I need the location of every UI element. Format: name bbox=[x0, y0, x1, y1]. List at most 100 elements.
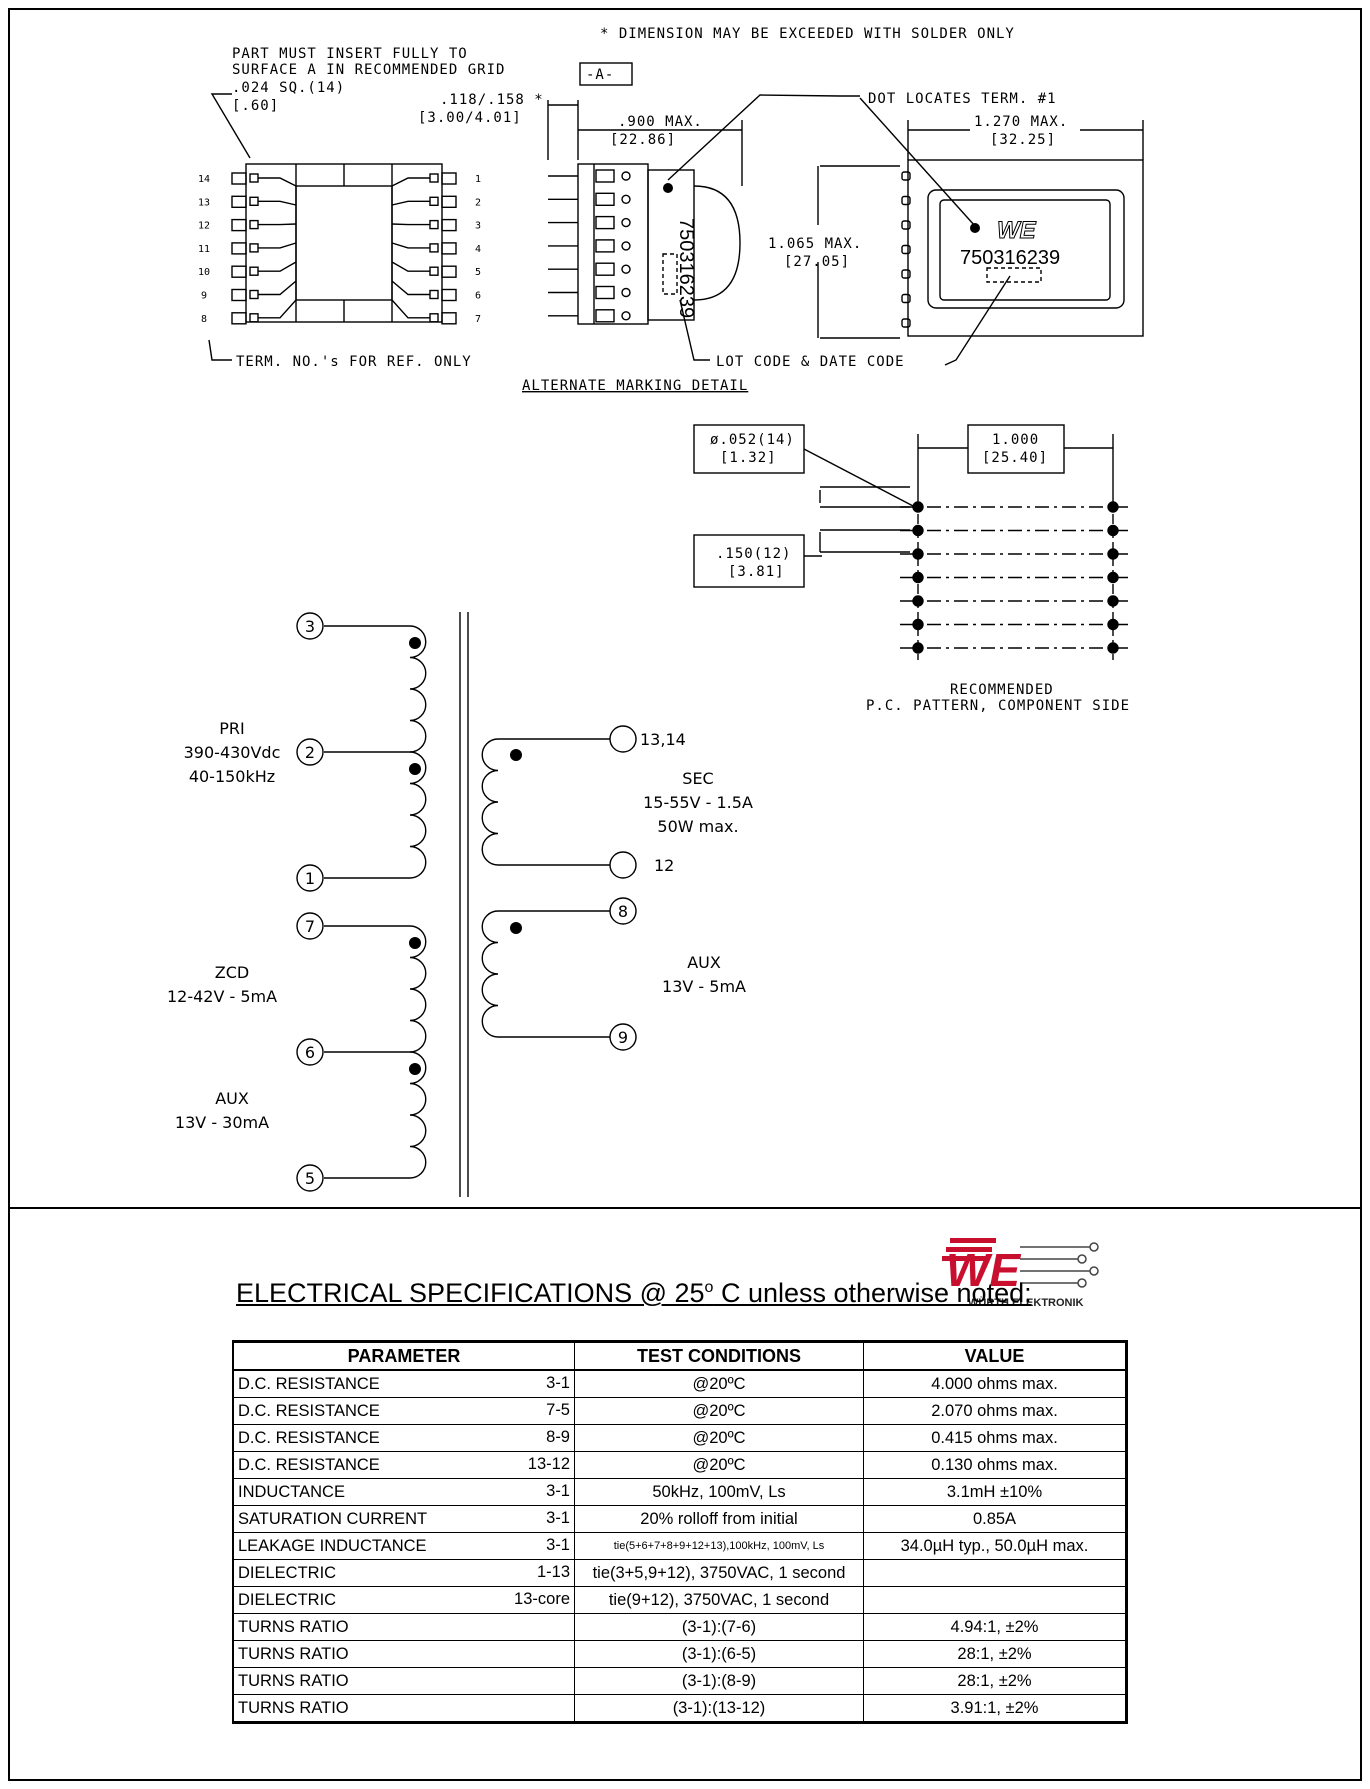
value-cell: 28:1, ±2% bbox=[863, 1667, 1128, 1695]
svg-text:WE: WE bbox=[946, 1244, 1021, 1296]
bottom-pin bbox=[441, 195, 457, 209]
parameter-name: TURNS RATIO bbox=[238, 1618, 349, 1636]
hole-dia: ø.052(14) bbox=[710, 432, 795, 448]
value-cell: 0.415 ohms max. bbox=[863, 1424, 1128, 1452]
top-view-pin bbox=[901, 244, 911, 255]
side-view-body bbox=[577, 163, 649, 325]
pin-pitch-mm: [3.81] bbox=[728, 564, 785, 580]
top-view-pin bbox=[901, 269, 911, 279]
aux2-spec: 13V - 5mA bbox=[662, 977, 746, 996]
top-view-pin bbox=[901, 171, 911, 181]
pin-1-label: 1 bbox=[305, 869, 315, 888]
pin-12-label: 12 bbox=[654, 856, 674, 875]
left-pin-number: 13 bbox=[198, 197, 210, 208]
parameter-name: D.C. RESISTANCE bbox=[238, 1429, 380, 1447]
side-pin-bobbin bbox=[595, 309, 615, 323]
bottom-pin-pad bbox=[249, 266, 259, 276]
bottom-pin bbox=[231, 312, 247, 325]
title-degree: o bbox=[704, 1279, 714, 1296]
side-pin-bobbin bbox=[595, 215, 615, 230]
bottom-pin-lead bbox=[258, 280, 297, 296]
bottom-pin-pad bbox=[249, 289, 259, 300]
bottom-pin bbox=[441, 312, 457, 325]
winding-coil bbox=[409, 625, 427, 753]
bottom-pin-pad bbox=[429, 243, 439, 253]
dot-pri-bottom bbox=[409, 763, 421, 775]
pin-5-label: 5 bbox=[305, 1169, 315, 1188]
solder-note: * DIMENSION MAY BE EXCEEDED WITH SOLDER … bbox=[600, 26, 1015, 42]
value-cell: 2.070 ohms max. bbox=[863, 1397, 1128, 1425]
bottom-pin bbox=[231, 172, 247, 185]
parameter-name: TURNS RATIO bbox=[238, 1672, 349, 1690]
right-pin-number: 7 bbox=[475, 314, 481, 325]
hole-dia-mm: [1.32] bbox=[720, 450, 777, 466]
value-cell: 4.000 ohms max. bbox=[863, 1369, 1128, 1398]
value-cell bbox=[863, 1559, 1128, 1587]
table-row: TURNS RATIO(3-1):(7-6)4.94:1, ±2% bbox=[232, 1613, 1128, 1641]
bottom-pin-lead bbox=[258, 242, 297, 249]
bottom-pin-pad bbox=[249, 313, 259, 323]
sec-power: 50W max. bbox=[657, 817, 738, 836]
side-pin-hole bbox=[621, 311, 631, 321]
parameter-pins: 3-1 bbox=[546, 1509, 570, 1527]
width-max-mm: [22.86] bbox=[610, 132, 676, 148]
right-pin-number: 5 bbox=[475, 267, 481, 278]
side-pin-bobbin bbox=[595, 262, 615, 276]
dot-pri-top bbox=[409, 637, 421, 649]
bottom-pin-lead bbox=[391, 299, 430, 319]
bottom-pin bbox=[231, 195, 247, 209]
logo-text: WÜRTH ELEKTRONIK bbox=[968, 1296, 1084, 1309]
title-main: ELECTRICAL SPECIFICATIONS @ 25 bbox=[236, 1278, 705, 1308]
lot-note: LOT CODE & DATE CODE bbox=[716, 354, 905, 370]
bottom-pin-lead bbox=[391, 280, 430, 296]
left-pin-number: 14 bbox=[198, 174, 210, 185]
right-pin-number: 4 bbox=[475, 244, 481, 255]
bottom-pin bbox=[231, 265, 247, 278]
top-view-pin bbox=[901, 195, 911, 206]
pin-sq-mm: [.60] bbox=[232, 98, 279, 114]
header-test-conditions: TEST CONDITIONS bbox=[574, 1340, 864, 1371]
test-condition-cell: (3-1):(8-9) bbox=[574, 1667, 864, 1695]
parameter-name: DIELECTRIC bbox=[238, 1564, 337, 1582]
side-pin-hole bbox=[621, 241, 631, 251]
parameter-pins: 7-5 bbox=[546, 1401, 570, 1419]
left-pin-number: 8 bbox=[201, 314, 207, 325]
top-view-body bbox=[907, 159, 1144, 337]
bottom-pin-lead bbox=[258, 299, 297, 319]
parameter-cell: TURNS RATIO bbox=[232, 1667, 575, 1695]
winding-coil bbox=[409, 1051, 427, 1179]
datum-a: -A- bbox=[586, 67, 614, 83]
pin-pitch: .150(12) bbox=[716, 546, 791, 562]
pcb-note-2: P.C. PATTERN, COMPONENT SIDE bbox=[866, 698, 1130, 714]
value-cell: 0.85A bbox=[863, 1505, 1128, 1533]
parameter-pins: 3-1 bbox=[546, 1374, 570, 1392]
wurth-elektronik-logo: WE WÜRTH ELEKTRONIK bbox=[942, 1238, 1099, 1309]
side-pin-hole bbox=[621, 171, 631, 181]
pri-voltage: 390-430Vdc bbox=[184, 743, 281, 762]
value-cell bbox=[863, 1586, 1128, 1614]
aux2-label: AUX bbox=[687, 953, 721, 972]
dot-sec bbox=[510, 749, 522, 761]
row-pitch: 1.000 bbox=[992, 432, 1039, 448]
mechanical-drawing: * DIMENSION MAY BE EXCEEDED WITH SOLDER … bbox=[167, 26, 1144, 1197]
dot-aux1 bbox=[409, 1063, 421, 1075]
height-max: 1.065 MAX. bbox=[768, 236, 862, 252]
value-cell: 0.130 ohms max. bbox=[863, 1451, 1128, 1479]
parameter-name: INDUCTANCE bbox=[238, 1483, 345, 1501]
side-pin-bobbin bbox=[595, 192, 615, 207]
top-we-mark: WE bbox=[997, 217, 1037, 244]
top-view-pin bbox=[901, 293, 911, 304]
parameter-pins: 13-core bbox=[514, 1590, 570, 1608]
parameter-name: SATURATION CURRENT bbox=[238, 1510, 428, 1528]
standoff-label: .118/.158 * bbox=[440, 92, 544, 108]
parameter-name: TURNS RATIO bbox=[238, 1645, 349, 1663]
width-max: .900 MAX. bbox=[618, 114, 703, 130]
test-condition-cell: tie(3+5,9+12), 3750VAC, 1 second bbox=[574, 1559, 864, 1587]
